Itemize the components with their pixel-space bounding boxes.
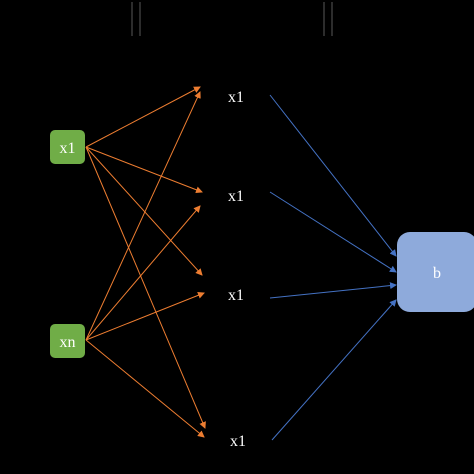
- output-edges: [269, 94, 397, 441]
- middle-label-2: x1: [228, 188, 244, 205]
- input-node-xn: xn: [50, 324, 85, 358]
- edge-m2-to-b: [269, 191, 397, 273]
- edge-xn-to-m2: [85, 205, 201, 341]
- output-node-b-label: b: [433, 265, 441, 282]
- input-node-x1-label: x1: [60, 140, 76, 157]
- edge-m4-to-b: [271, 299, 397, 441]
- edge-x1-to-m4: [85, 146, 206, 429]
- edge-x1-to-m1: [85, 86, 201, 148]
- top-mark-left: [131, 2, 141, 36]
- top-mark-right: [323, 2, 333, 36]
- input-node-xn-label: xn: [60, 334, 76, 351]
- edge-x1-to-m2: [85, 146, 203, 194]
- middle-label-1: x1: [228, 89, 244, 106]
- edge-xn-to-m3: [85, 291, 205, 341]
- edge-m1-to-b: [269, 94, 397, 257]
- edge-xn-to-m4: [85, 339, 205, 438]
- middle-label-3: x1: [228, 287, 244, 304]
- edge-x1-to-m3: [85, 146, 203, 276]
- middle-label-4: x1: [230, 433, 246, 450]
- output-node-b: b: [397, 232, 474, 312]
- input-edges: [85, 86, 206, 438]
- edge-m3-to-b: [269, 282, 397, 299]
- input-node-x1: x1: [50, 130, 85, 164]
- edge-xn-to-m1: [85, 91, 201, 341]
